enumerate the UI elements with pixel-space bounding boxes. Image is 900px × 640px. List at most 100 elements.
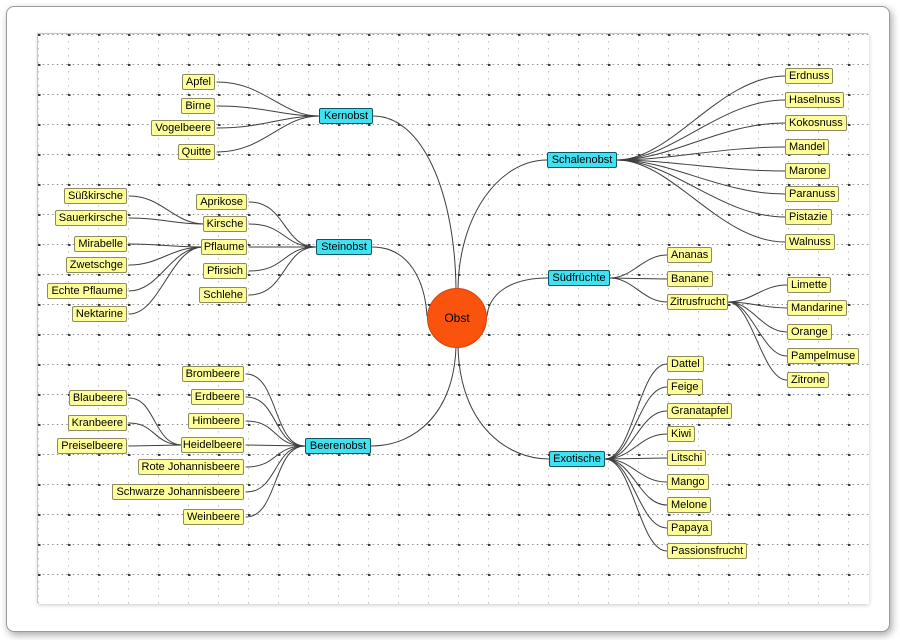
node-schalenobst[interactable]: Schalenobst xyxy=(547,152,617,168)
node-heidelbeere[interactable]: Heidelbeere xyxy=(181,437,244,453)
connector xyxy=(727,284,788,303)
node-paranuss[interactable]: Paranuss xyxy=(785,186,840,202)
node-zitrusfrucht[interactable]: Zitrusfrucht xyxy=(667,294,728,310)
node-obst-root[interactable]: Obst xyxy=(427,288,487,348)
connector xyxy=(245,444,306,447)
node-mandel[interactable]: Mandel xyxy=(785,139,830,155)
node-quitte[interactable]: Quitte xyxy=(177,144,215,160)
node-passionsfrucht[interactable]: Passionsfrucht xyxy=(667,543,748,559)
node-apfel[interactable]: Apfel xyxy=(181,74,215,90)
connector xyxy=(616,159,786,172)
node-banane[interactable]: Banane xyxy=(667,271,713,287)
connector xyxy=(616,159,786,243)
node-mirabelle[interactable]: Mirabelle xyxy=(74,236,127,252)
node-kranbeere[interactable]: Kranbeere xyxy=(67,415,127,431)
connector xyxy=(604,458,668,506)
node-erdnuss[interactable]: Erdnuss xyxy=(785,68,834,84)
node-preiselbeere[interactable]: Preiselbeere xyxy=(57,438,127,454)
node-granatapfel[interactable]: Granatapfel xyxy=(667,403,733,419)
connector xyxy=(128,422,184,446)
node-feige[interactable]: Feige xyxy=(667,379,703,395)
connector xyxy=(128,217,206,225)
node-erdbeere[interactable]: Erdbeere xyxy=(190,389,244,405)
connector xyxy=(616,146,786,161)
mindmap-canvas: Obst Kernobst Steinobst Beerenobst Schal… xyxy=(37,33,869,604)
node-litschi[interactable]: Litschi xyxy=(667,450,707,466)
connector xyxy=(616,159,786,195)
node-exotische[interactable]: Exotische xyxy=(549,451,605,467)
connector-obst-schalenobst xyxy=(457,159,548,290)
connector xyxy=(128,195,206,225)
connector-obst-kernobst xyxy=(372,115,457,290)
connector xyxy=(604,457,668,460)
node-sauerkirsche[interactable]: Sauerkirsche xyxy=(54,210,127,226)
node-mandarine[interactable]: Mandarine xyxy=(787,300,847,316)
connector xyxy=(216,115,320,129)
node-papaya[interactable]: Papaya xyxy=(667,520,713,536)
node-birne[interactable]: Birne xyxy=(181,98,215,114)
connector xyxy=(616,99,786,161)
connector xyxy=(248,201,317,248)
node-ananas[interactable]: Ananas xyxy=(667,247,713,263)
node-kirsche[interactable]: Kirsche xyxy=(203,216,247,232)
connector xyxy=(248,223,317,248)
node-vogelbeere[interactable]: Vogelbeere xyxy=(151,120,215,136)
connector xyxy=(128,246,204,266)
node-blaubeere[interactable]: Blaubeere xyxy=(68,390,127,406)
connector xyxy=(216,81,320,117)
node-rote-johannisbeere[interactable]: Rote Johannisbeere xyxy=(137,459,244,475)
connector xyxy=(616,122,786,161)
node-limette[interactable]: Limette xyxy=(787,277,832,293)
node-brombeere[interactable]: Brombeere xyxy=(181,366,244,382)
connector xyxy=(216,105,320,117)
connector xyxy=(245,420,306,447)
node-beerenobst[interactable]: Beerenobst xyxy=(305,438,371,454)
connector xyxy=(609,277,668,303)
node-melone[interactable]: Melone xyxy=(667,497,712,513)
connector xyxy=(128,444,184,447)
connector xyxy=(604,386,668,460)
node-steinobst[interactable]: Steinobst xyxy=(316,239,372,255)
connector xyxy=(616,159,786,218)
document-page: Obst Kernobst Steinobst Beerenobst Schal… xyxy=(6,6,890,632)
node-zitrone[interactable]: Zitrone xyxy=(787,372,830,388)
connector xyxy=(604,458,668,552)
node-suedfruechte[interactable]: Südfrüchte xyxy=(548,270,610,286)
node-pfirsich[interactable]: Pfirsich xyxy=(202,263,247,279)
connector xyxy=(128,397,184,446)
node-aprikose[interactable]: Aprikose xyxy=(196,194,247,210)
node-haselnuss[interactable]: Haselnuss xyxy=(785,92,845,108)
node-pampelmuse[interactable]: Pampelmuse xyxy=(787,348,860,364)
connector xyxy=(245,373,306,447)
node-schwarze-johannisbeere[interactable]: Schwarze Johannisbeere xyxy=(112,484,244,500)
connector xyxy=(604,363,668,460)
node-pistazie[interactable]: Pistazie xyxy=(785,209,832,225)
node-kiwi[interactable]: Kiwi xyxy=(667,426,696,442)
node-echte-pflaume[interactable]: Echte Pflaume xyxy=(47,283,127,299)
connector xyxy=(245,445,306,493)
connector xyxy=(609,254,668,279)
node-marone[interactable]: Marone xyxy=(785,163,831,179)
node-kokosnuss[interactable]: Kokosnuss xyxy=(785,115,847,131)
node-kernobst[interactable]: Kernobst xyxy=(319,108,373,124)
connector xyxy=(727,301,788,381)
node-walnuss[interactable]: Walnuss xyxy=(785,234,835,250)
node-zwetschge[interactable]: Zwetschge xyxy=(65,257,127,273)
node-mango[interactable]: Mango xyxy=(667,474,709,490)
connector xyxy=(727,301,788,357)
connector xyxy=(609,277,668,280)
connector xyxy=(604,410,668,460)
connector-obst-exotische xyxy=(457,346,550,460)
node-pflaume[interactable]: Pflaume xyxy=(201,239,247,255)
node-suesskirsche[interactable]: Süßkirsche xyxy=(63,188,127,204)
node-orange[interactable]: Orange xyxy=(787,324,832,340)
node-dattel[interactable]: Dattel xyxy=(667,356,704,372)
node-nektarine[interactable]: Nektarine xyxy=(71,306,127,322)
connector xyxy=(248,246,317,272)
connector xyxy=(245,445,306,468)
node-himbeere[interactable]: Himbeere xyxy=(188,413,244,429)
node-schlehe[interactable]: Schlehe xyxy=(199,287,247,303)
connector xyxy=(245,396,306,447)
node-weinbeere[interactable]: Weinbeere xyxy=(183,509,244,525)
connector xyxy=(248,246,317,296)
